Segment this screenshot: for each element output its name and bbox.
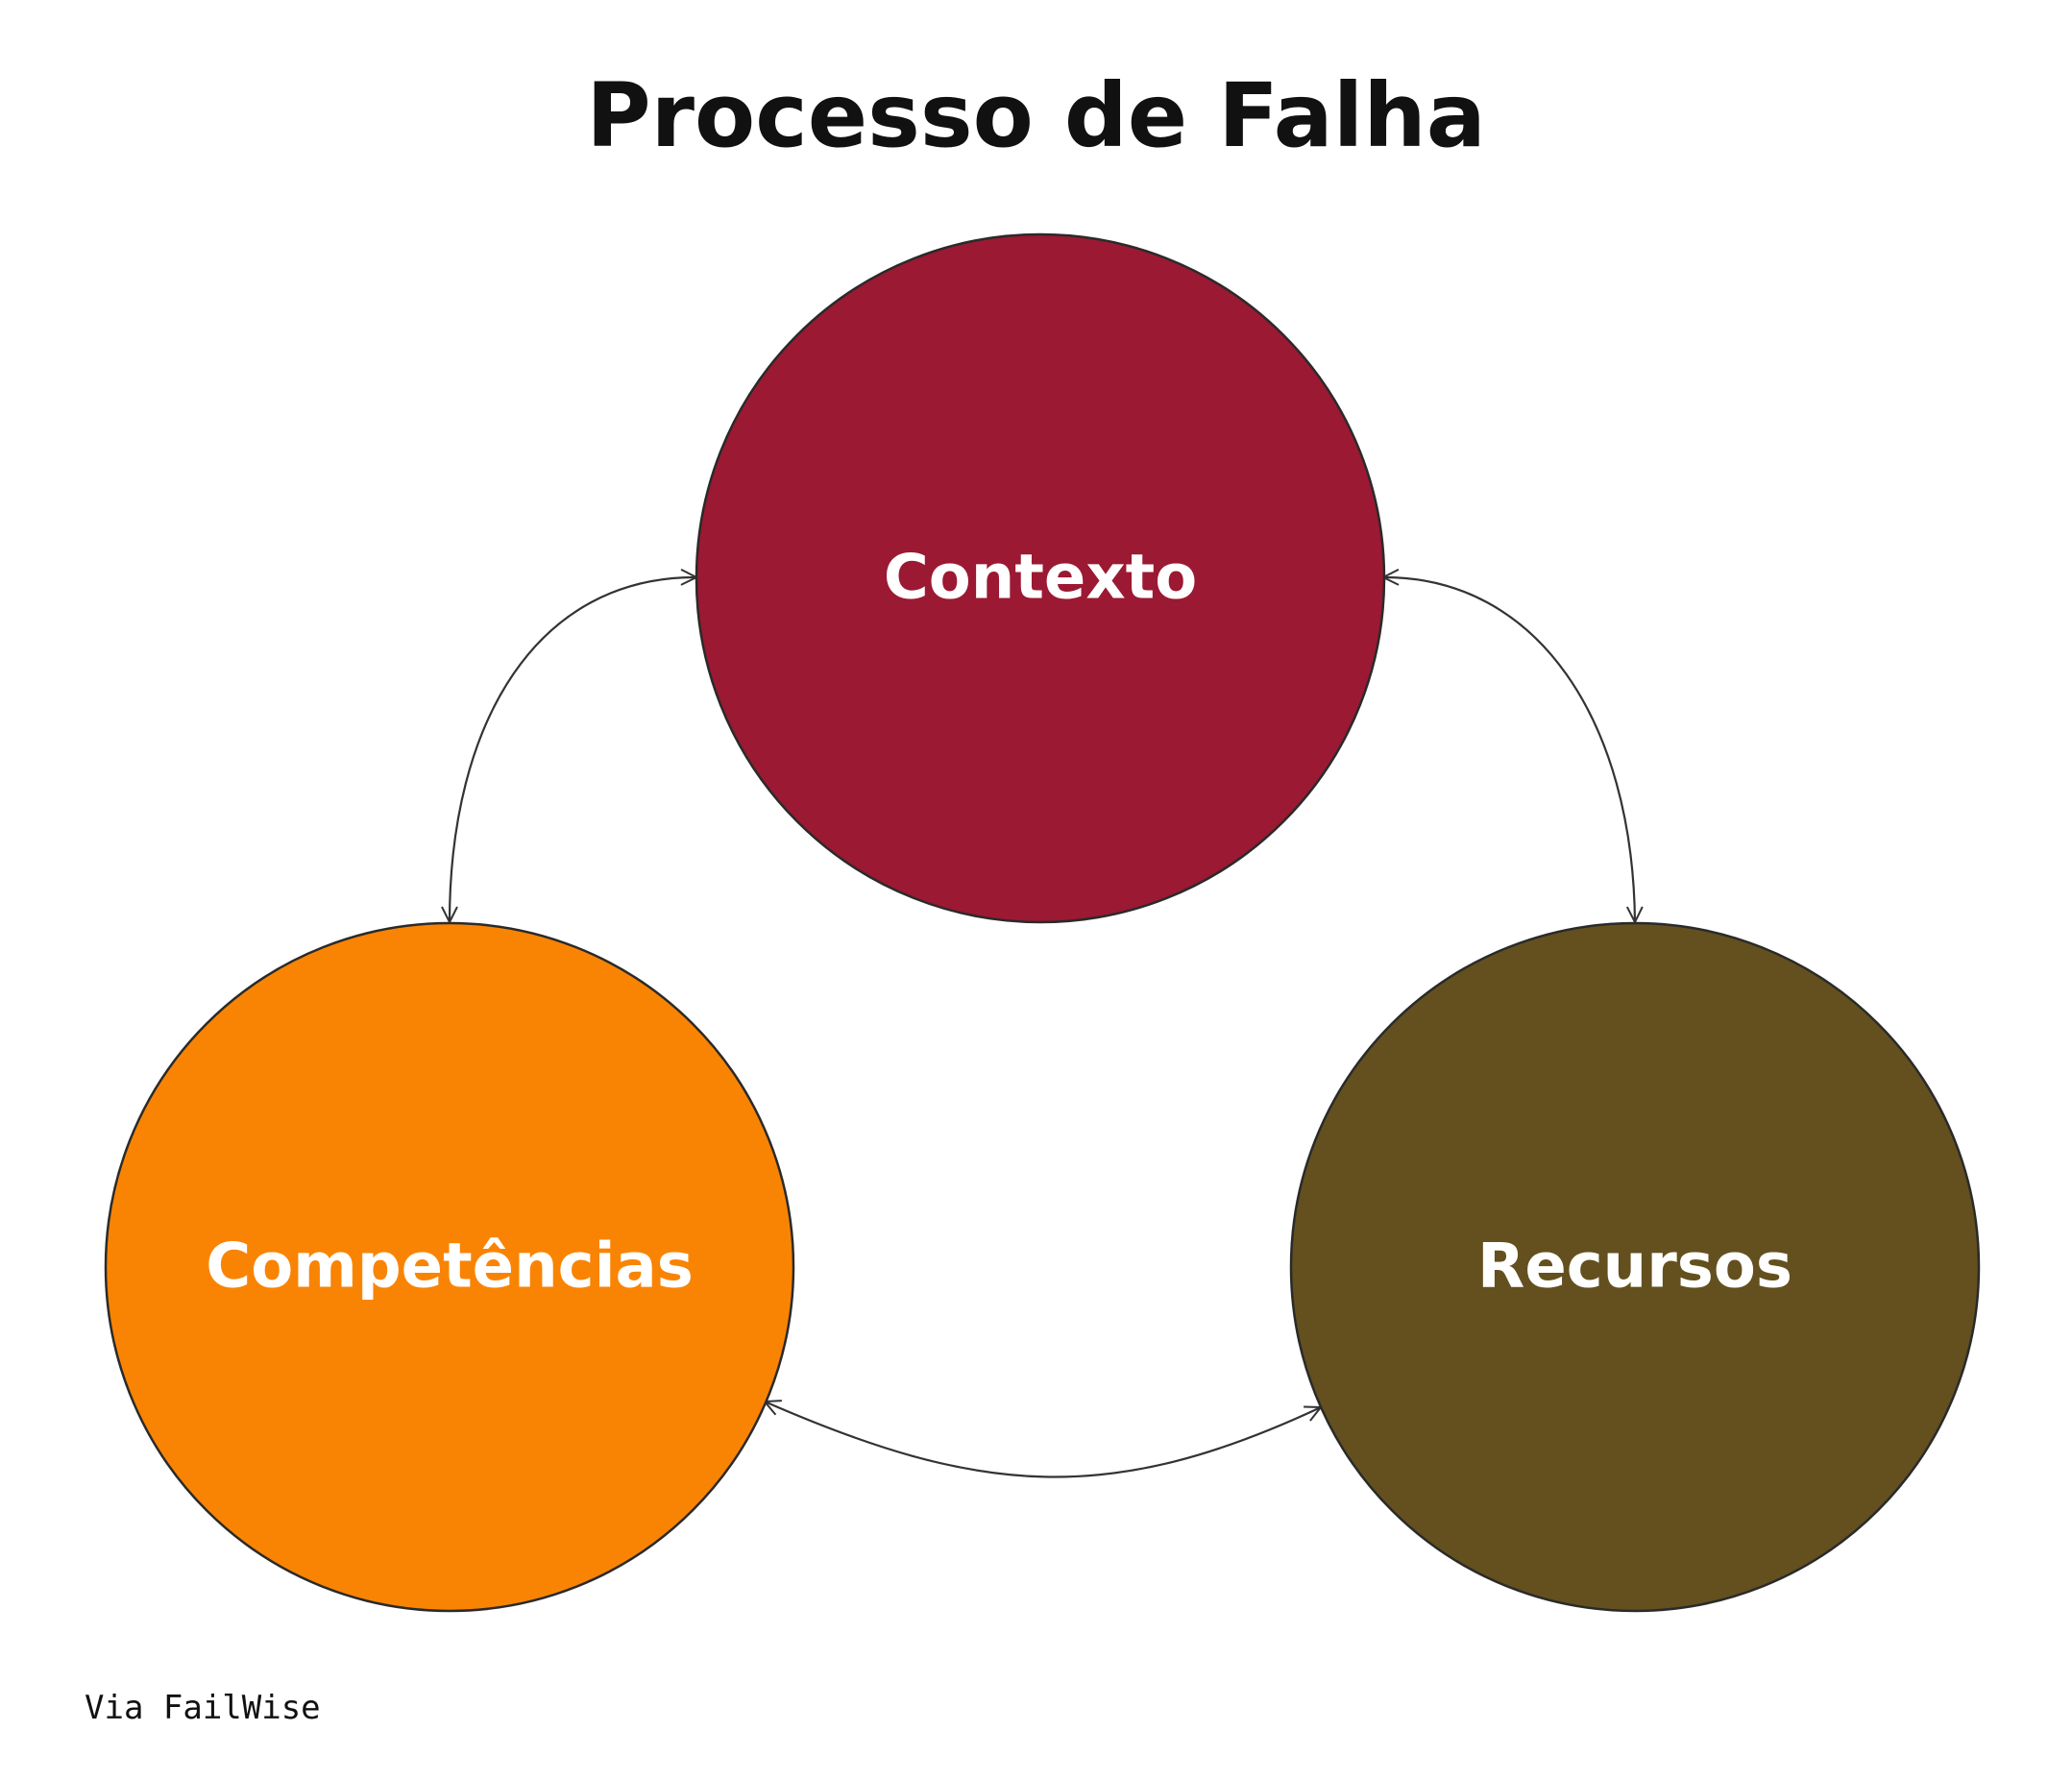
connector-contexto-recursos	[1383, 577, 1635, 922]
node-recursos: Recursos	[1289, 921, 1981, 1613]
page-title: Processo de Falha	[586, 64, 1486, 167]
node-contexto-circle	[695, 232, 1386, 924]
node-recursos-circle	[1289, 921, 1981, 1613]
connector-competencias-recursos	[765, 1402, 1321, 1478]
connector-competencias-contexto	[450, 577, 696, 922]
node-contexto-label: Contexto	[884, 543, 1197, 614]
credit-text: Via FailWise	[85, 1689, 321, 1727]
node-competencias-label: Competências	[206, 1231, 694, 1303]
node-contexto: Contexto	[695, 232, 1386, 924]
node-competencias: Competências	[104, 921, 795, 1613]
node-competencias-circle	[104, 921, 795, 1613]
node-recursos-label: Recursos	[1477, 1231, 1792, 1303]
